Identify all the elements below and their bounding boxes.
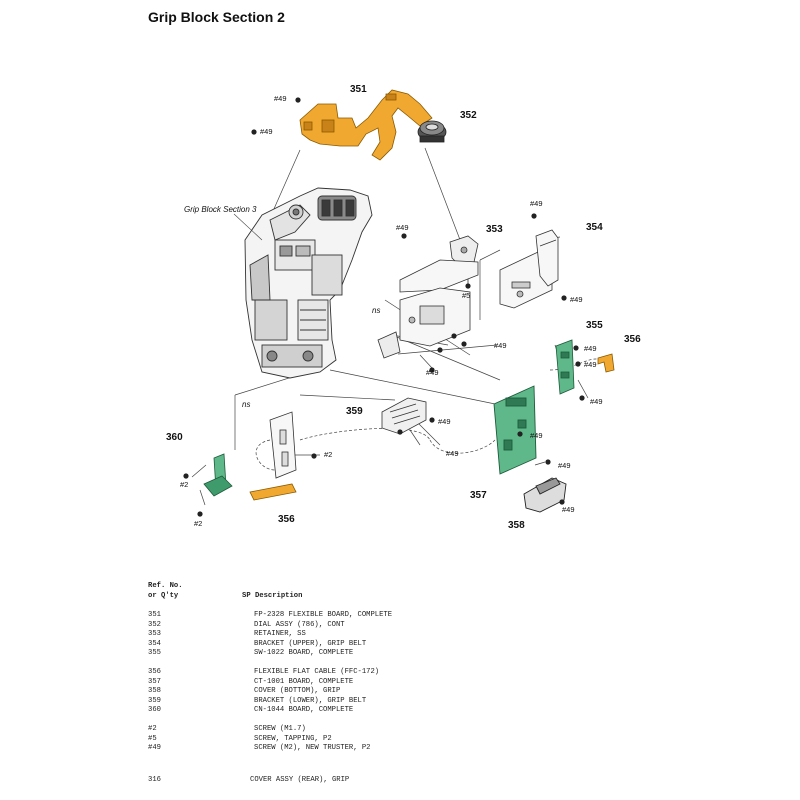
table-row-ref: 357 <box>148 677 161 686</box>
callout-354: 354 <box>586 222 603 233</box>
screws <box>183 97 585 517</box>
screw-label: #49 <box>426 368 439 377</box>
table-row-ref: 351 <box>148 611 161 619</box>
screw-label: #49 <box>494 341 507 350</box>
table-row-description: RETAINER, SS <box>254 630 306 638</box>
table-row-description: FLEXIBLE FLAT CABLE (FFC-172) <box>254 668 380 676</box>
table-row-ref: 360 <box>148 706 161 714</box>
callout-356a: 356 <box>624 334 641 345</box>
callout-352: 352 <box>460 110 477 121</box>
table-row-ref: 355 <box>148 649 161 657</box>
ns-label-lower: ns <box>242 400 250 409</box>
table-row-ref: 353 <box>148 630 161 638</box>
ns-label-upper: ns <box>372 306 380 315</box>
callout-356b: 356 <box>278 514 295 525</box>
screw-label: #49 <box>558 461 571 470</box>
table-row-ref: #2 <box>148 725 157 733</box>
screw-label: #49 <box>260 127 273 136</box>
table-row-description: CN-1044 BOARD, COMPLETE <box>254 706 354 714</box>
screw-label: #49 <box>584 344 597 353</box>
table-row-description: SCREW (M2), NEW TRUSTER, P2 <box>254 744 371 752</box>
table-row-ref: #49 <box>148 744 161 752</box>
table-row-ref: #5 <box>148 734 157 743</box>
footer-page-number: 316 <box>148 776 161 784</box>
table-row-ref: 359 <box>148 696 161 705</box>
callout-351: 351 <box>350 84 367 95</box>
screw-label: #49 <box>590 397 603 406</box>
table-row-description: SCREW, TAPPING, P2 <box>254 734 332 743</box>
table-row-description: BRACKET (UPPER), GRIP BELT <box>254 639 367 648</box>
screw-label: #49 <box>274 94 287 103</box>
table-row-description: BRACKET (LOWER), GRIP BELT <box>254 696 367 705</box>
lower-ns-bracket <box>269 411 297 479</box>
part-354-bracket-upper <box>499 229 559 309</box>
table-row-description: FP-2328 FLEXIBLE BOARD, COMPLETE <box>254 611 393 619</box>
callout-357: 357 <box>470 490 487 501</box>
screw-label: #2 <box>324 450 332 459</box>
part-351-flexible-board <box>299 89 433 161</box>
upper-plates <box>377 259 479 359</box>
grip-block-section-3-label: Grip Block Section 3 <box>184 205 257 214</box>
table-row-ref: 358 <box>148 687 161 695</box>
table-row-ref: 354 <box>148 639 161 648</box>
table-row-ref: 352 <box>148 620 161 629</box>
part-358-cover-bottom <box>523 477 567 513</box>
table-row-description: COVER (BOTTOM), GRIP <box>254 687 341 695</box>
table-header-ref: Ref. No. <box>148 582 183 590</box>
screw-label: #49 <box>530 431 543 440</box>
part-355-sw-board <box>555 339 575 395</box>
table-row-description: SW-1022 BOARD, COMPLETE <box>254 649 354 657</box>
part-357-ct-board <box>493 385 537 475</box>
page-title: Grip Block Section 2 <box>148 9 285 25</box>
screw-label: #5 <box>462 291 470 300</box>
screw-label: #49 <box>562 505 575 514</box>
part-352-dial-assy <box>417 120 447 143</box>
part-356-ffc-lower <box>249 483 297 501</box>
screw-label: #2 <box>180 480 188 489</box>
screw-label: #2 <box>194 519 202 528</box>
screw-label: #49 <box>438 417 451 426</box>
callout-360: 360 <box>166 432 183 443</box>
callout-355: 355 <box>586 320 603 331</box>
table-row-ref: 356 <box>148 668 161 676</box>
table-header-qty: or Q'ty <box>148 592 179 600</box>
callout-353: 353 <box>486 224 503 235</box>
callout-358: 358 <box>508 520 525 531</box>
screw-label: #49 <box>446 449 459 458</box>
table-row-description: DIAL ASSY (786), CONT <box>254 620 345 629</box>
screw-label: #49 <box>584 360 597 369</box>
footer-section-title: COVER ASSY (REAR), GRIP <box>250 776 350 784</box>
part-356-ffc-right <box>597 353 615 373</box>
callout-359: 359 <box>346 406 363 417</box>
screw-label: #49 <box>570 295 583 304</box>
part-359-bracket-lower <box>381 397 427 435</box>
table-row-description: CT-1001 BOARD, COMPLETE <box>254 677 354 686</box>
table-header-description: SP Description <box>242 592 303 600</box>
screw-label: #49 <box>396 223 409 232</box>
screw-label: #49 <box>530 199 543 208</box>
table-row-description: SCREW (M1.7) <box>254 725 306 733</box>
part-360-cn-board <box>203 453 233 497</box>
grip-block-body <box>244 187 373 379</box>
